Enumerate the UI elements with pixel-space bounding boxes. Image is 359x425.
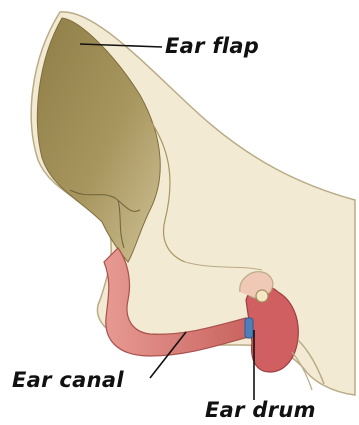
ossicle bbox=[256, 290, 268, 302]
ear-flap-label: Ear flap bbox=[165, 34, 259, 58]
ear-drum-shape bbox=[245, 318, 253, 338]
ear-drum-label: Ear drum bbox=[205, 398, 316, 422]
ear-canal-label: Ear canal bbox=[12, 368, 124, 392]
ear-flap-inner bbox=[37, 18, 160, 262]
